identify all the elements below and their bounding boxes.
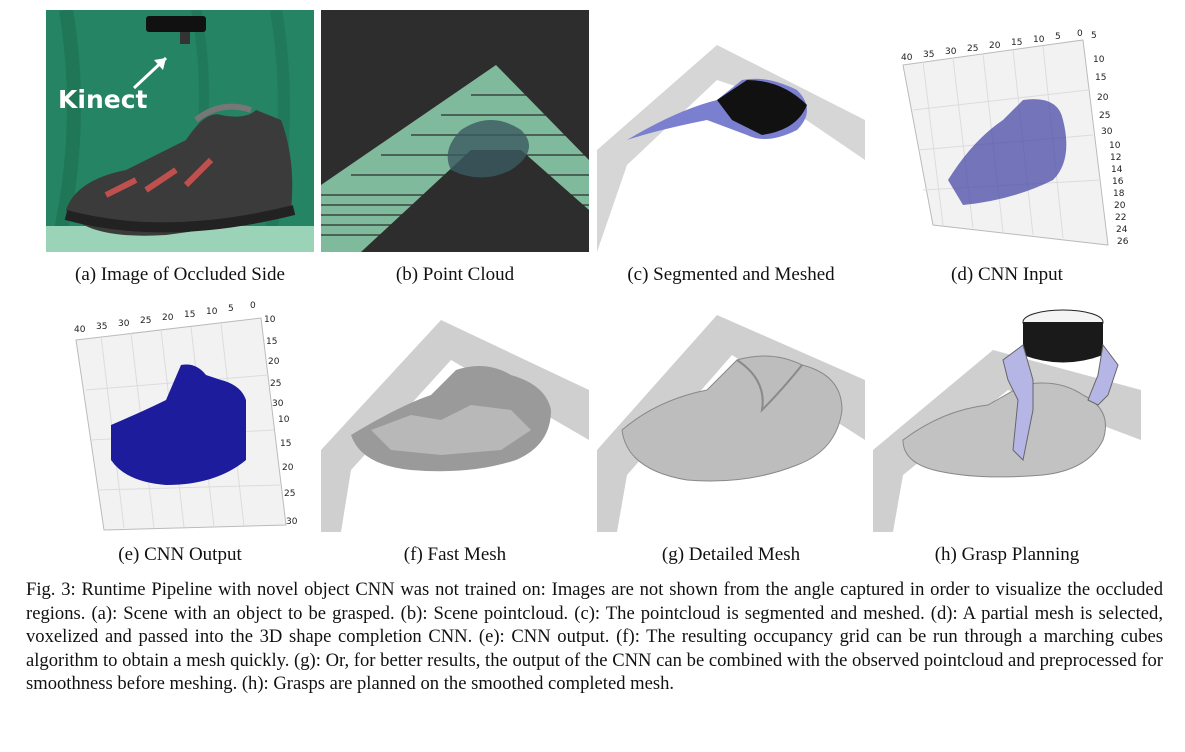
svg-text:25: 25 [140, 316, 151, 326]
svg-text:20: 20 [162, 313, 174, 323]
svg-text:30: 30 [286, 517, 298, 527]
svg-text:40: 40 [901, 53, 913, 63]
svg-text:10: 10 [278, 415, 290, 425]
segmented-mesh-illustration [597, 10, 865, 252]
svg-text:15: 15 [1095, 73, 1106, 83]
svg-text:20: 20 [1114, 201, 1126, 211]
svg-text:20: 20 [989, 41, 1001, 51]
svg-text:10: 10 [264, 315, 276, 325]
caption-e: (e) CNN Output [118, 544, 242, 565]
photo-occluded-side: Kinect [46, 10, 314, 252]
cnn-output-top-axis: 40 35 30 25 20 15 10 5 0 [74, 301, 256, 335]
svg-text:40: 40 [74, 325, 86, 335]
svg-text:30: 30 [945, 47, 957, 57]
point-cloud-render [321, 10, 589, 252]
cnn-output-right-axis-lower: 10 15 20 25 30 [278, 415, 298, 527]
shoe-photo-illustration: Kinect [46, 10, 314, 252]
point-cloud-illustration [321, 10, 589, 252]
cnn-output-plot: 40 35 30 25 20 15 10 5 0 10 15 20 25 30 … [46, 300, 314, 532]
caption-a: (a) Image of Occluded Side [75, 264, 285, 285]
caption-h: (h) Grasp Planning [934, 544, 1080, 565]
cnn-input-right-axis-upper: 5 10 15 20 25 30 [1091, 31, 1113, 137]
svg-text:25: 25 [270, 379, 281, 389]
svg-text:15: 15 [266, 337, 277, 347]
svg-text:30: 30 [118, 319, 130, 329]
svg-text:10: 10 [1109, 141, 1121, 151]
caption-f: (f) Fast Mesh [403, 544, 507, 565]
svg-text:10: 10 [206, 307, 218, 317]
cnn-output-illustration: 40 35 30 25 20 15 10 5 0 10 15 20 25 30 … [46, 300, 314, 532]
svg-text:30: 30 [272, 399, 284, 409]
svg-text:22: 22 [1115, 213, 1126, 223]
detailed-mesh-render [597, 300, 865, 532]
svg-text:10: 10 [1033, 35, 1045, 45]
svg-text:18: 18 [1113, 189, 1125, 199]
caption-c: (c) Segmented and Meshed [627, 264, 835, 285]
svg-text:15: 15 [1011, 38, 1022, 48]
svg-text:24: 24 [1116, 225, 1128, 235]
grasp-planning-render [873, 300, 1141, 532]
svg-text:35: 35 [96, 322, 107, 332]
fast-mesh-render [321, 300, 589, 532]
svg-text:25: 25 [1099, 111, 1110, 121]
svg-text:15: 15 [280, 439, 291, 449]
segmented-mesh-render [597, 10, 865, 252]
svg-text:16: 16 [1112, 177, 1124, 187]
svg-text:5: 5 [1055, 32, 1061, 42]
cnn-input-illustration: 40 35 30 25 20 15 10 5 0 5 10 15 20 25 3… [873, 10, 1141, 252]
caption-g: (g) Detailed Mesh [661, 544, 801, 565]
detailed-mesh-illustration [597, 300, 865, 532]
svg-text:30: 30 [1101, 127, 1113, 137]
svg-text:25: 25 [967, 44, 978, 54]
svg-text:20: 20 [282, 463, 294, 473]
caption-d: (d) CNN Input [951, 264, 1063, 285]
svg-text:15: 15 [184, 310, 195, 320]
svg-text:0: 0 [1077, 29, 1083, 39]
svg-text:35: 35 [923, 50, 934, 60]
svg-text:25: 25 [284, 489, 295, 499]
svg-text:10: 10 [1093, 55, 1105, 65]
caption-b: (b) Point Cloud [395, 264, 515, 285]
grasp-planning-illustration [873, 300, 1141, 532]
cnn-input-right-axis-lower: 10 12 14 16 18 20 22 24 26 [1109, 141, 1129, 247]
kinect-label: Kinect [58, 85, 148, 114]
fast-mesh-illustration [321, 300, 589, 532]
svg-text:14: 14 [1111, 165, 1123, 175]
cnn-input-plot: 40 35 30 25 20 15 10 5 0 5 10 15 20 25 3… [873, 10, 1141, 252]
figure-caption: Fig. 3: Runtime Pipeline with novel obje… [26, 579, 1163, 694]
svg-text:26: 26 [1117, 237, 1129, 247]
svg-text:5: 5 [1091, 31, 1097, 41]
svg-text:20: 20 [268, 357, 280, 367]
svg-text:0: 0 [250, 301, 256, 311]
cnn-output-right-axis-upper: 10 15 20 25 30 [264, 315, 284, 409]
svg-text:12: 12 [1110, 153, 1121, 163]
svg-text:20: 20 [1097, 93, 1109, 103]
svg-text:5: 5 [228, 304, 234, 314]
cnn-input-top-axis: 40 35 30 25 20 15 10 5 0 [901, 29, 1083, 63]
